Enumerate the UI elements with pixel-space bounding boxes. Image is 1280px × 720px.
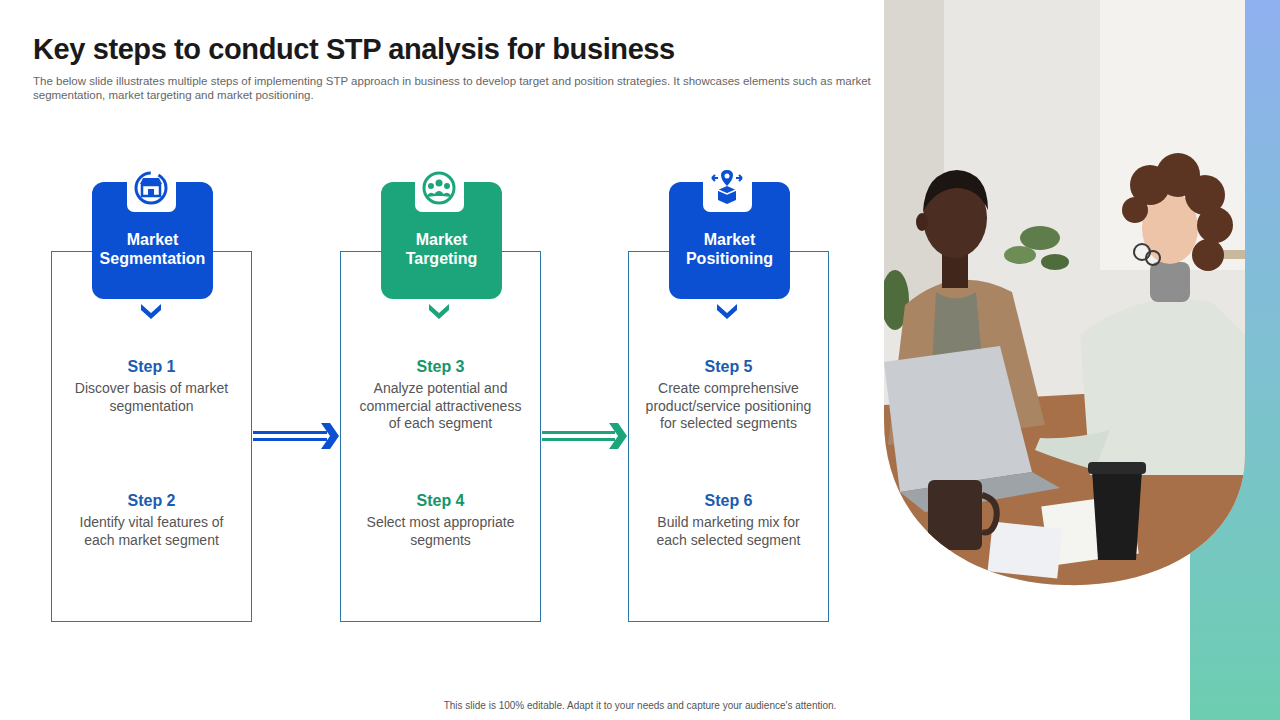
targeting-icon (424, 173, 454, 203)
office-photo (1092, 470, 1142, 560)
targeting-icon (428, 183, 434, 189)
stage-tab: Market Segmentation (92, 182, 213, 299)
down-chevron (141, 304, 161, 319)
positioning-icon (718, 190, 736, 194)
positioning-icon (721, 170, 733, 186)
down-chevron (429, 304, 449, 319)
step-number: Step 4 (341, 491, 540, 510)
targeting-icon (426, 193, 436, 197)
office-photo (982, 495, 997, 533)
tab-title: Market Targeting (381, 230, 502, 268)
tab-title: Market Segmentation (92, 230, 213, 268)
positioning-icon (703, 165, 752, 212)
step-panel: Market PositioningStep 5Create comprehen… (628, 251, 829, 622)
stage-tab: Market Positioning (669, 182, 790, 299)
step-description: Build marketing mix for each selected se… (629, 514, 828, 549)
arrow-head (609, 423, 627, 449)
arrow-shaft (542, 431, 615, 441)
arrow-head (321, 423, 339, 449)
office-photo (916, 213, 928, 231)
slide-subtitle: The below slide illustrates multiple ste… (33, 74, 878, 102)
office-photo (1122, 197, 1148, 223)
targeting-icon (444, 183, 450, 189)
step-number: Step 3 (341, 357, 540, 376)
office-photo (1041, 254, 1069, 270)
flow-arrow (542, 423, 627, 449)
targeting-icon (433, 191, 445, 196)
office-photo (1150, 262, 1190, 302)
segmentation-icon (127, 165, 176, 212)
step-description: Create comprehensive product/service pos… (629, 380, 828, 433)
segmentation-icon (127, 165, 176, 212)
step-panel: Market TargetingStep 3Analyze potential … (340, 251, 541, 622)
stage-tab: Market Targeting (381, 182, 502, 299)
positioning-icon (718, 186, 736, 204)
step-panel: Market SegmentationStep 1Discover basis … (51, 251, 252, 622)
segmentation-icon (148, 189, 154, 196)
office-photo (1004, 246, 1036, 264)
positioning-icon (703, 165, 752, 212)
positioning-icon (712, 175, 718, 181)
targeting-icon (436, 180, 443, 187)
office-photo (1100, 0, 1245, 270)
office-photo (884, 346, 1032, 492)
office-photo (1080, 299, 1245, 475)
office-photo (923, 170, 988, 212)
segmentation-icon (136, 173, 166, 203)
office-photo (928, 480, 982, 550)
down-chevron (717, 304, 737, 319)
step-description: Analyze potential and commercial attract… (341, 380, 540, 433)
step-description: Select most appropriate segments (341, 514, 540, 549)
step-number: Step 6 (629, 491, 828, 510)
office-photo (988, 521, 1063, 578)
segmentation-icon (140, 178, 162, 184)
office-photo (884, 0, 1245, 600)
step-number: Step 5 (629, 357, 828, 376)
footer-note: This slide is 100% editable. Adapt it to… (330, 700, 950, 711)
positioning-icon (736, 175, 742, 181)
positioning-icon (725, 174, 730, 179)
targeting-icon (415, 165, 464, 212)
step-number: Step 1 (52, 357, 251, 376)
office-photo (1197, 207, 1233, 243)
office-photo (1192, 239, 1224, 271)
step-description: Identify vital features of each market s… (52, 514, 251, 549)
step-description: Discover basis of market segmentation (52, 380, 251, 415)
segmentation-icon (142, 185, 160, 196)
arrow-shaft-gap (542, 434, 615, 438)
office-photo (881, 0, 1245, 600)
targeting-icon (442, 193, 452, 197)
office-photo (1088, 462, 1146, 474)
arrow-shaft-gap (253, 434, 327, 438)
slide-title: Key steps to conduct STP analysis for bu… (33, 31, 878, 67)
flow-arrow (253, 423, 339, 449)
office-photo (1020, 226, 1060, 250)
arrow-shaft (253, 431, 327, 441)
tab-title: Market Positioning (669, 230, 790, 268)
targeting-icon (415, 165, 464, 212)
office-photo (1134, 244, 1150, 260)
step-number: Step 2 (52, 491, 251, 510)
